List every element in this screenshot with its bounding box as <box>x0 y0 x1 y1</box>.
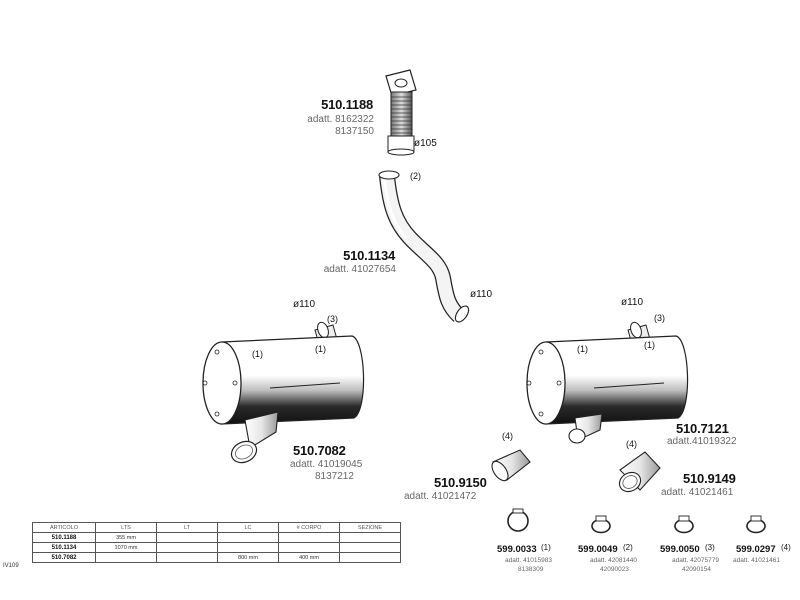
table-cell <box>278 542 340 553</box>
ref-510-9150: (4) <box>502 431 513 441</box>
table-cell <box>217 532 279 543</box>
ref-1b-510-7082: (1) <box>315 344 326 354</box>
flex-pipe-510-1188 <box>385 69 417 156</box>
ref-510-9149: (4) <box>626 439 637 449</box>
header-lc: LC <box>217 522 279 533</box>
clamp-adatt2-599-0033: 8138309 <box>518 566 544 573</box>
table-cell: 1070 mm <box>95 542 157 553</box>
part-adatt-510-1188: adatt. 8162322 <box>307 114 374 125</box>
part-code-510-1134: 510.1134 <box>343 248 395 263</box>
header-lt: LT <box>156 522 218 533</box>
clamp-adatt2-599-0050: 42090154 <box>682 566 711 573</box>
clamp-adatt-599-0033: adatt. 41015983 <box>505 557 552 564</box>
header-lts: LTS <box>95 522 157 533</box>
table-cell: 400 mm <box>278 552 340 563</box>
part-adatt-510-9149: adatt. 41021461 <box>661 487 734 498</box>
part-adatt-510-7121: adatt.41019322 <box>667 436 737 447</box>
ref-510-1134: (2) <box>410 171 421 181</box>
header-sezione: SEZIONE <box>339 522 401 533</box>
clamp-599-0033 <box>507 508 529 532</box>
clamp-adatt2-599-0049: 42090023 <box>600 566 629 573</box>
clamp-adatt-599-0049: adatt. 42081440 <box>590 557 637 564</box>
clamp-599-0050 <box>674 515 694 534</box>
clamp-code-599-0297: 599.0297 <box>736 544 776 555</box>
part-code-510-7121: 510.7121 <box>676 421 729 436</box>
part-adatt-510-1134: adatt. 41027654 <box>323 264 396 275</box>
table-row: 510.1134 1070 mm <box>32 542 401 553</box>
table-cell <box>156 552 218 563</box>
part-code-510-9149: 510.9149 <box>683 471 736 486</box>
clamp-code-599-0033: 599.0033 <box>497 544 537 555</box>
part-adatt2-510-7082: 8137212 <box>315 471 354 482</box>
table-row: 510.1188 355 mm <box>32 532 401 543</box>
part-adatt2-510-1188: 8137150 <box>335 126 374 137</box>
spec-table-header: ARTICOLO LTS LT LC # CORPO SEZIONE <box>32 522 401 533</box>
spec-table: ARTICOLO LTS LT LC # CORPO SEZIONE 510.1… <box>32 522 401 563</box>
part-adatt-510-9150: adatt. 41021472 <box>404 491 477 502</box>
table-cell: 510.1188 <box>32 532 96 543</box>
part-code-510-7082: 510.7082 <box>293 443 346 458</box>
table-cell <box>339 542 401 553</box>
ref-3-510-7082: (3) <box>327 314 338 324</box>
muffler-510-7082 <box>202 321 365 464</box>
part-code-510-1188: 510.1188 <box>321 97 373 112</box>
clamp-599-0297 <box>746 515 766 534</box>
table-cell: 800 mm <box>217 552 279 563</box>
ref-3-510-7121: (3) <box>654 313 665 323</box>
part-adatt-510-7082: adatt. 41019045 <box>290 459 363 470</box>
table-cell <box>156 532 218 543</box>
clamp-ref-599-0033: (1) <box>541 543 551 552</box>
clamp-code-599-0049: 599.0049 <box>578 544 618 555</box>
ref-1a-510-7121: (1) <box>577 344 588 354</box>
table-row: 510.7082 800 mm 400 mm <box>32 552 401 563</box>
diameter-510-1134: ø110 <box>470 289 493 300</box>
table-cell: 510.7082 <box>32 552 96 563</box>
diagram-code: IV109 <box>3 563 19 569</box>
clamp-ref-599-0297: (4) <box>781 543 791 552</box>
clamp-ref-599-0050: (3) <box>705 543 715 552</box>
bent-pipe-510-1134 <box>378 170 470 323</box>
table-cell <box>156 542 218 553</box>
table-cell: 355 mm <box>95 532 157 543</box>
table-cell <box>339 552 401 563</box>
ref-1b-510-7121: (1) <box>644 340 655 350</box>
ref-1a-510-7082: (1) <box>252 349 263 359</box>
clamp-599-0049 <box>591 515 611 534</box>
diameter-510-7082: ø110 <box>293 299 316 310</box>
table-cell <box>339 532 401 543</box>
clamp-adatt-599-0050: adatt. 42075779 <box>672 557 719 564</box>
muffler-510-7121 <box>526 321 689 444</box>
header-corpo: # CORPO <box>278 522 340 533</box>
clamp-code-599-0050: 599.0050 <box>660 544 700 555</box>
table-cell: 510.1134 <box>32 542 96 553</box>
tailpipe-510-9150 <box>491 449 531 482</box>
tailpipe-510-9149 <box>618 451 661 493</box>
table-cell <box>278 532 340 543</box>
table-cell <box>95 552 157 563</box>
header-articolo: ARTICOLO <box>32 522 96 533</box>
diameter-510-7121: ø110 <box>621 297 644 308</box>
clamp-adatt-599-0297: adatt. 41021461 <box>733 557 780 564</box>
part-code-510-9150: 510.9150 <box>434 475 487 490</box>
clamp-ref-599-0049: (2) <box>623 543 633 552</box>
table-cell <box>217 542 279 553</box>
diameter-510-1188: ø105 <box>414 138 437 149</box>
